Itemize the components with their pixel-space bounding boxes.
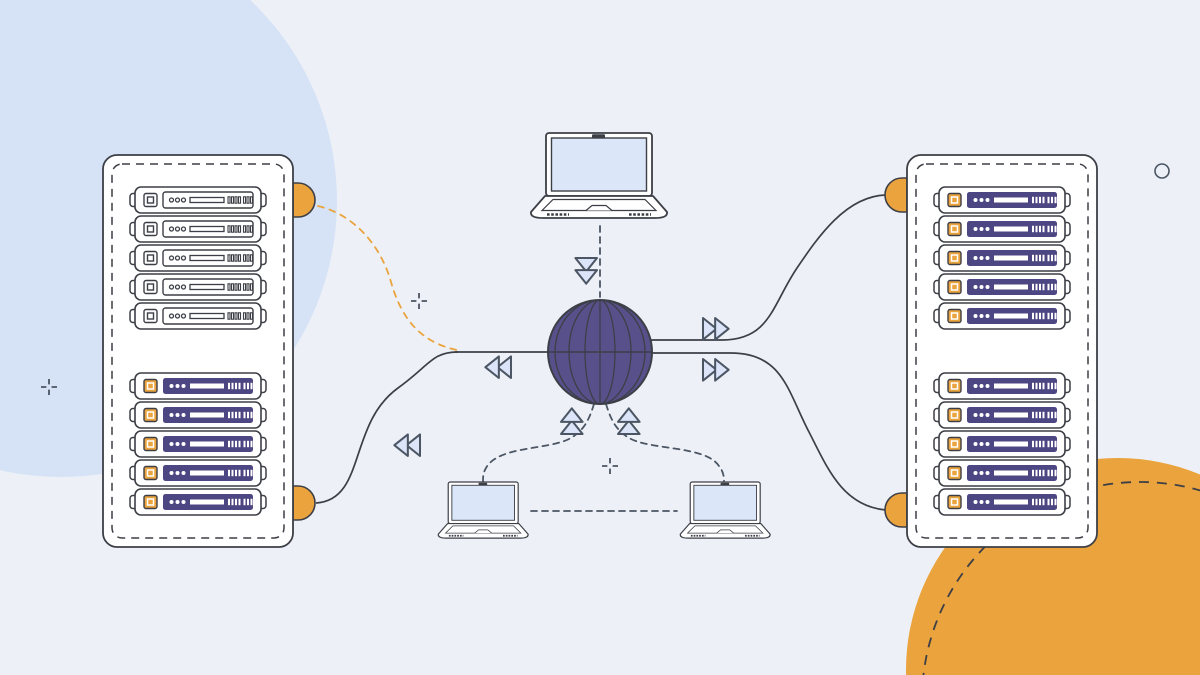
server-unit xyxy=(934,245,1070,271)
left-server-cabinet xyxy=(102,154,316,548)
server-unit xyxy=(934,187,1070,213)
connection-line-laptop-right xyxy=(605,403,725,482)
server-unit xyxy=(130,245,266,271)
cabinet-dashed-border xyxy=(915,163,1089,539)
connector-port xyxy=(292,485,316,521)
client-laptop-bottom-left xyxy=(437,481,529,539)
fast-forward-icon xyxy=(701,357,730,382)
server-unit xyxy=(130,216,266,242)
server-rack-left-top xyxy=(130,187,266,329)
server-unit xyxy=(934,373,1070,399)
connection-line-right-top xyxy=(651,194,887,341)
connection-line-laptop-left xyxy=(482,403,595,483)
plus-icon xyxy=(410,292,428,310)
connection-line-right-bottom xyxy=(651,352,887,511)
server-rack-right-top xyxy=(934,187,1070,329)
client-laptop-top xyxy=(529,131,669,220)
server-rack-left-bottom xyxy=(130,373,266,515)
right-server-cabinet xyxy=(884,154,1098,548)
rewind-icon xyxy=(393,433,422,458)
server-unit xyxy=(934,303,1070,329)
dashed-circle-outline xyxy=(922,481,1200,675)
server-unit xyxy=(934,489,1070,515)
server-unit xyxy=(934,216,1070,242)
cabinet-dashed-border xyxy=(111,163,285,539)
connector-port xyxy=(884,177,908,213)
server-unit xyxy=(934,460,1070,486)
server-unit xyxy=(130,402,266,428)
server-unit xyxy=(130,373,266,399)
server-unit xyxy=(130,489,266,515)
server-unit xyxy=(934,402,1070,428)
server-unit xyxy=(934,274,1070,300)
server-unit xyxy=(130,187,266,213)
server-unit xyxy=(130,460,266,486)
server-unit xyxy=(130,274,266,300)
upload-icon xyxy=(559,407,584,436)
connection-line-left-bottom xyxy=(315,351,459,504)
connection-lines xyxy=(315,194,887,512)
connector-port xyxy=(884,492,908,528)
fast-forward-icon xyxy=(701,316,730,341)
circle-icon xyxy=(1154,163,1170,179)
connector-port xyxy=(292,182,316,218)
internet-globe xyxy=(547,299,653,405)
server-rack-right-bottom xyxy=(934,373,1070,515)
plus-icon xyxy=(601,457,619,475)
server-unit xyxy=(130,431,266,457)
rewind-icon xyxy=(484,355,513,380)
server-unit xyxy=(934,431,1070,457)
client-laptop-bottom-right xyxy=(679,481,771,539)
upload-icon xyxy=(616,407,641,436)
connection-line-left-top-dashed xyxy=(317,205,458,351)
server-unit xyxy=(130,303,266,329)
download-icon xyxy=(574,256,599,285)
